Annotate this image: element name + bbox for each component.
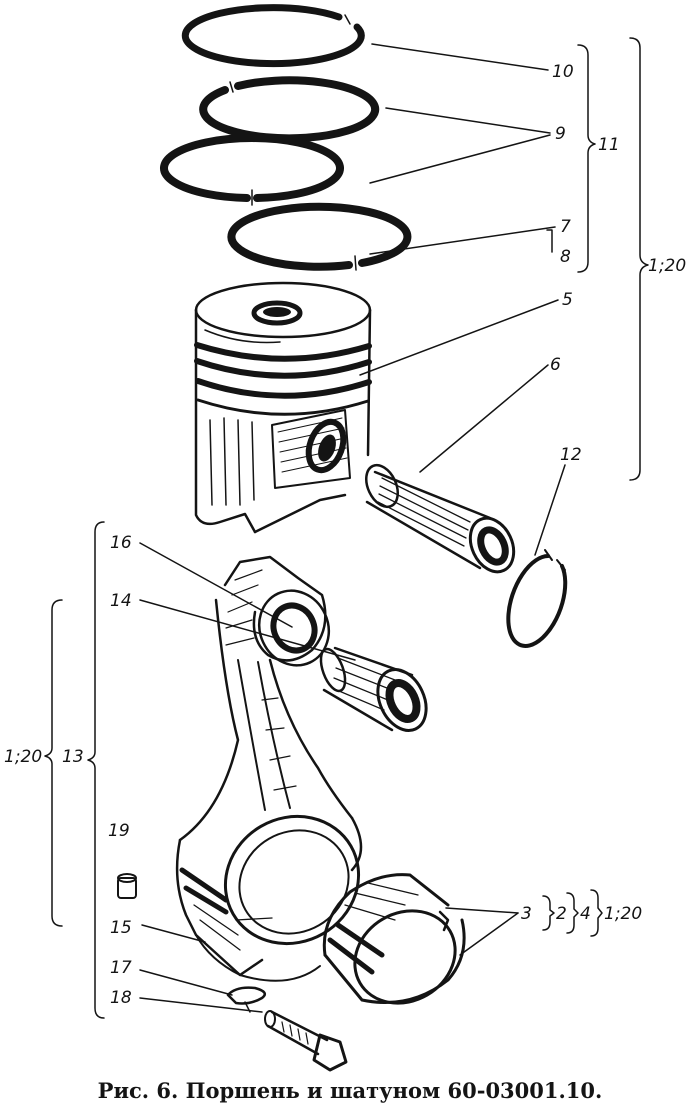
callout-labels: 10 9 11 7 8 1;20 5 6 12 16 14 13 1;20 19… xyxy=(4,62,686,1008)
piston-ring-10 xyxy=(181,4,365,68)
callout-10: 10 xyxy=(552,62,574,82)
callout-11: 11 xyxy=(598,135,620,155)
brackets xyxy=(44,37,649,1019)
callout-17: 17 xyxy=(110,958,132,978)
piston xyxy=(194,281,372,534)
piston-ring-9-lower xyxy=(160,134,344,206)
callout-8: 8 xyxy=(560,247,571,267)
callout-18: 18 xyxy=(110,988,132,1008)
connecting-rod xyxy=(175,555,363,982)
callout-4: 4 xyxy=(580,904,591,924)
callout-9: 9 xyxy=(555,124,566,144)
callout-12: 12 xyxy=(560,445,582,465)
ratio-bearing-group: 1;20 xyxy=(604,904,642,924)
piston-pin xyxy=(365,463,516,574)
bearing-shells-3 xyxy=(322,873,466,1005)
callout-19: 19 xyxy=(108,821,130,841)
callout-13: 13 xyxy=(62,747,84,767)
callout-3: 3 xyxy=(521,904,532,924)
piston-ring-9-upper xyxy=(199,76,380,143)
callout-5: 5 xyxy=(562,290,573,310)
leader-lines xyxy=(139,43,566,1013)
figure-caption: Рис. 6. Поршень и шатуном 60-03001.10. xyxy=(98,1078,603,1103)
callout-16: 16 xyxy=(110,533,132,553)
callout-15: 15 xyxy=(110,918,132,938)
callout-7: 7 xyxy=(560,217,571,237)
bushing-14 xyxy=(319,646,428,732)
circlip-12 xyxy=(506,549,568,648)
dowel-19 xyxy=(117,873,137,899)
piston-ring-7-8 xyxy=(227,202,412,271)
callout-14: 14 xyxy=(110,591,132,611)
callout-6: 6 xyxy=(550,355,561,375)
ratio-rod-group: 1;20 xyxy=(4,747,42,767)
ratio-piston-group: 1;20 xyxy=(648,256,686,276)
callout-2: 2 xyxy=(556,904,567,924)
bolt-18 xyxy=(264,1010,348,1072)
